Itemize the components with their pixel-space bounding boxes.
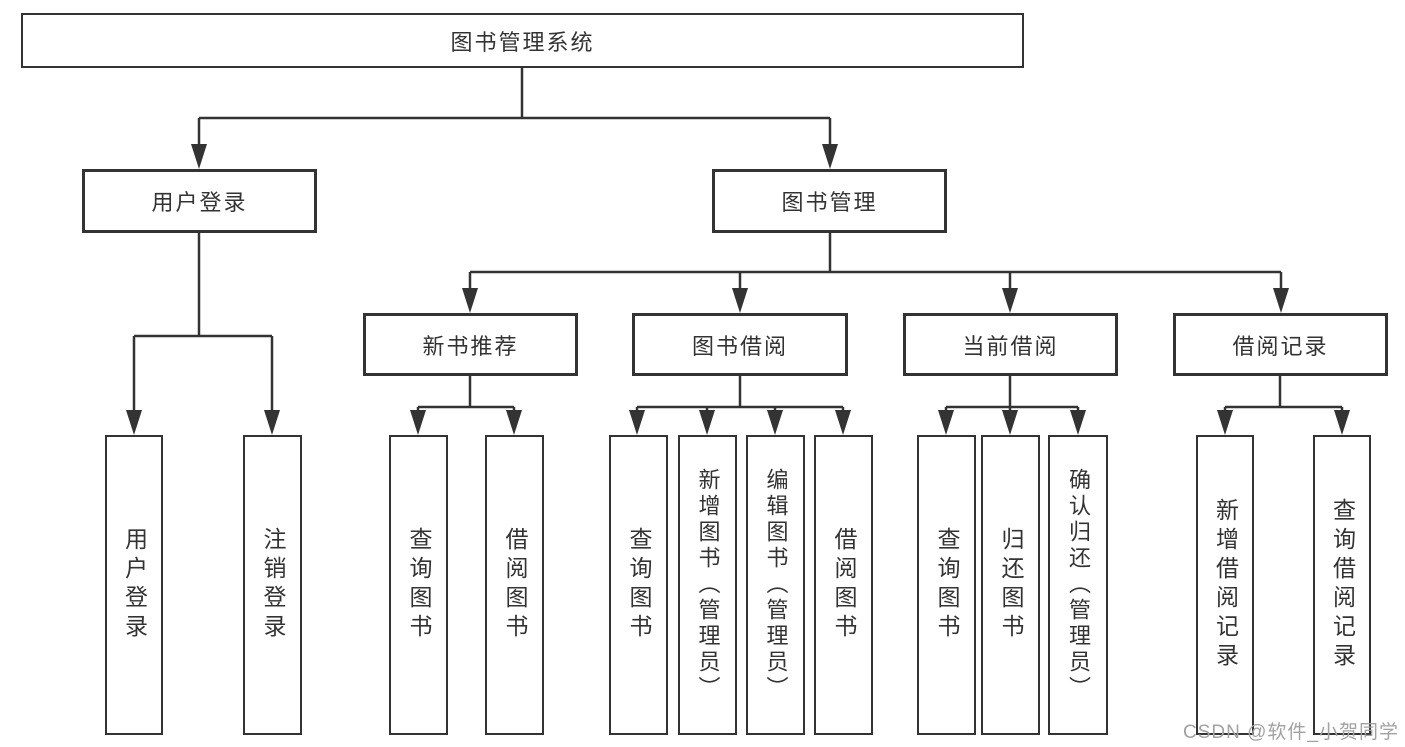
leaf-logout: 注销登录 xyxy=(243,435,302,735)
arrowhead-icon xyxy=(506,410,522,435)
arrowhead-icon xyxy=(822,144,838,169)
leaf-current-return-book-label: 归还图书 xyxy=(998,527,1024,643)
node-book-borrow-label: 图书借阅 xyxy=(691,333,788,359)
arrowhead-icon xyxy=(767,410,783,435)
connector-root-to-level2 xyxy=(191,68,838,169)
leaf-borrow-query-book: 查询图书 xyxy=(609,435,668,735)
leaf-current-confirm-return: 确认归还（管理员） xyxy=(1048,435,1108,735)
arrowhead-icon xyxy=(1002,288,1018,313)
leaf-current-return-book: 归还图书 xyxy=(981,435,1040,735)
arrowhead-icon xyxy=(1002,410,1018,435)
leaf-borrow-query-book-label: 查询图书 xyxy=(626,527,652,643)
connector-book-mgmt-to-level3 xyxy=(462,233,1289,313)
arrowhead-icon xyxy=(462,288,478,313)
leaf-records-query-record-label: 查询借阅记录 xyxy=(1329,498,1356,672)
leaf-logout-label: 注销登录 xyxy=(260,527,286,643)
leaf-current-query-book-label: 查询图书 xyxy=(934,527,960,643)
arrowhead-icon xyxy=(938,410,954,435)
node-current-borrow-label: 当前借阅 xyxy=(962,333,1059,359)
leaf-user-login-label: 用户登录 xyxy=(121,527,148,643)
arrowhead-icon xyxy=(410,410,426,435)
arrowhead-icon xyxy=(264,410,280,435)
arrowhead-icon xyxy=(699,410,715,435)
arrowhead-icon xyxy=(732,288,748,313)
csdn-watermark: CSDN @软件_小贺同学 xyxy=(1183,722,1399,743)
node-root-label: 图书管理系统 xyxy=(450,29,595,55)
arrowhead-icon xyxy=(126,410,142,435)
leaf-borrow-add-book: 新增图书（管理员） xyxy=(678,435,737,735)
node-book-mgmt: 图书管理 xyxy=(712,169,947,233)
leaf-borrow-add-book-label: 新增图书（管理员） xyxy=(695,468,721,702)
arrowhead-icon xyxy=(191,144,207,169)
connector-new-rec-to-leaves xyxy=(410,376,522,435)
connector-current-to-leaves xyxy=(938,376,1086,435)
arrowhead-icon xyxy=(1273,288,1289,313)
leaf-newrec-query-book: 查询图书 xyxy=(389,435,448,735)
node-new-book-rec-label: 新书推荐 xyxy=(422,333,519,359)
leaf-borrow-borrow-book-label: 借阅图书 xyxy=(831,527,857,643)
leaf-newrec-query-book-label: 查询图书 xyxy=(406,527,432,643)
leaf-newrec-borrow-book-label: 借阅图书 xyxy=(502,527,528,643)
leaf-current-query-book: 查询图书 xyxy=(917,435,976,735)
leaf-user-login: 用户登录 xyxy=(105,435,163,735)
leaf-records-add-record: 新增借阅记录 xyxy=(1196,435,1254,735)
node-root: 图书管理系统 xyxy=(21,13,1024,68)
arrowhead-icon xyxy=(629,410,645,435)
leaf-records-query-record: 查询借阅记录 xyxy=(1313,435,1371,735)
node-user-login-label: 用户登录 xyxy=(151,190,248,215)
node-current-borrow: 当前借阅 xyxy=(903,313,1118,376)
connector-records-to-leaves xyxy=(1217,376,1350,435)
leaf-borrow-edit-book: 编辑图书（管理员） xyxy=(746,435,805,735)
connector-user-login-to-leaves xyxy=(126,233,280,435)
node-book-mgmt-label: 图书管理 xyxy=(781,190,878,215)
node-user-login: 用户登录 xyxy=(82,169,317,233)
leaf-newrec-borrow-book: 借阅图书 xyxy=(485,435,544,735)
leaf-records-add-record-label: 新增借阅记录 xyxy=(1212,498,1239,672)
connector-borrow-to-leaves xyxy=(629,376,851,435)
arrowhead-icon xyxy=(1070,410,1086,435)
arrowhead-icon xyxy=(1334,410,1350,435)
arrowhead-icon xyxy=(1217,410,1233,435)
node-borrow-records: 借阅记录 xyxy=(1173,313,1388,376)
leaf-current-confirm-return-label: 确认归还（管理员） xyxy=(1066,468,1091,702)
leaf-borrow-edit-book-label: 编辑图书（管理员） xyxy=(763,468,789,702)
node-book-borrow: 图书借阅 xyxy=(632,313,848,376)
leaf-borrow-borrow-book: 借阅图书 xyxy=(814,435,873,735)
arrowhead-icon xyxy=(835,410,851,435)
node-borrow-records-label: 借阅记录 xyxy=(1232,333,1329,359)
node-new-book-rec: 新书推荐 xyxy=(363,313,578,376)
